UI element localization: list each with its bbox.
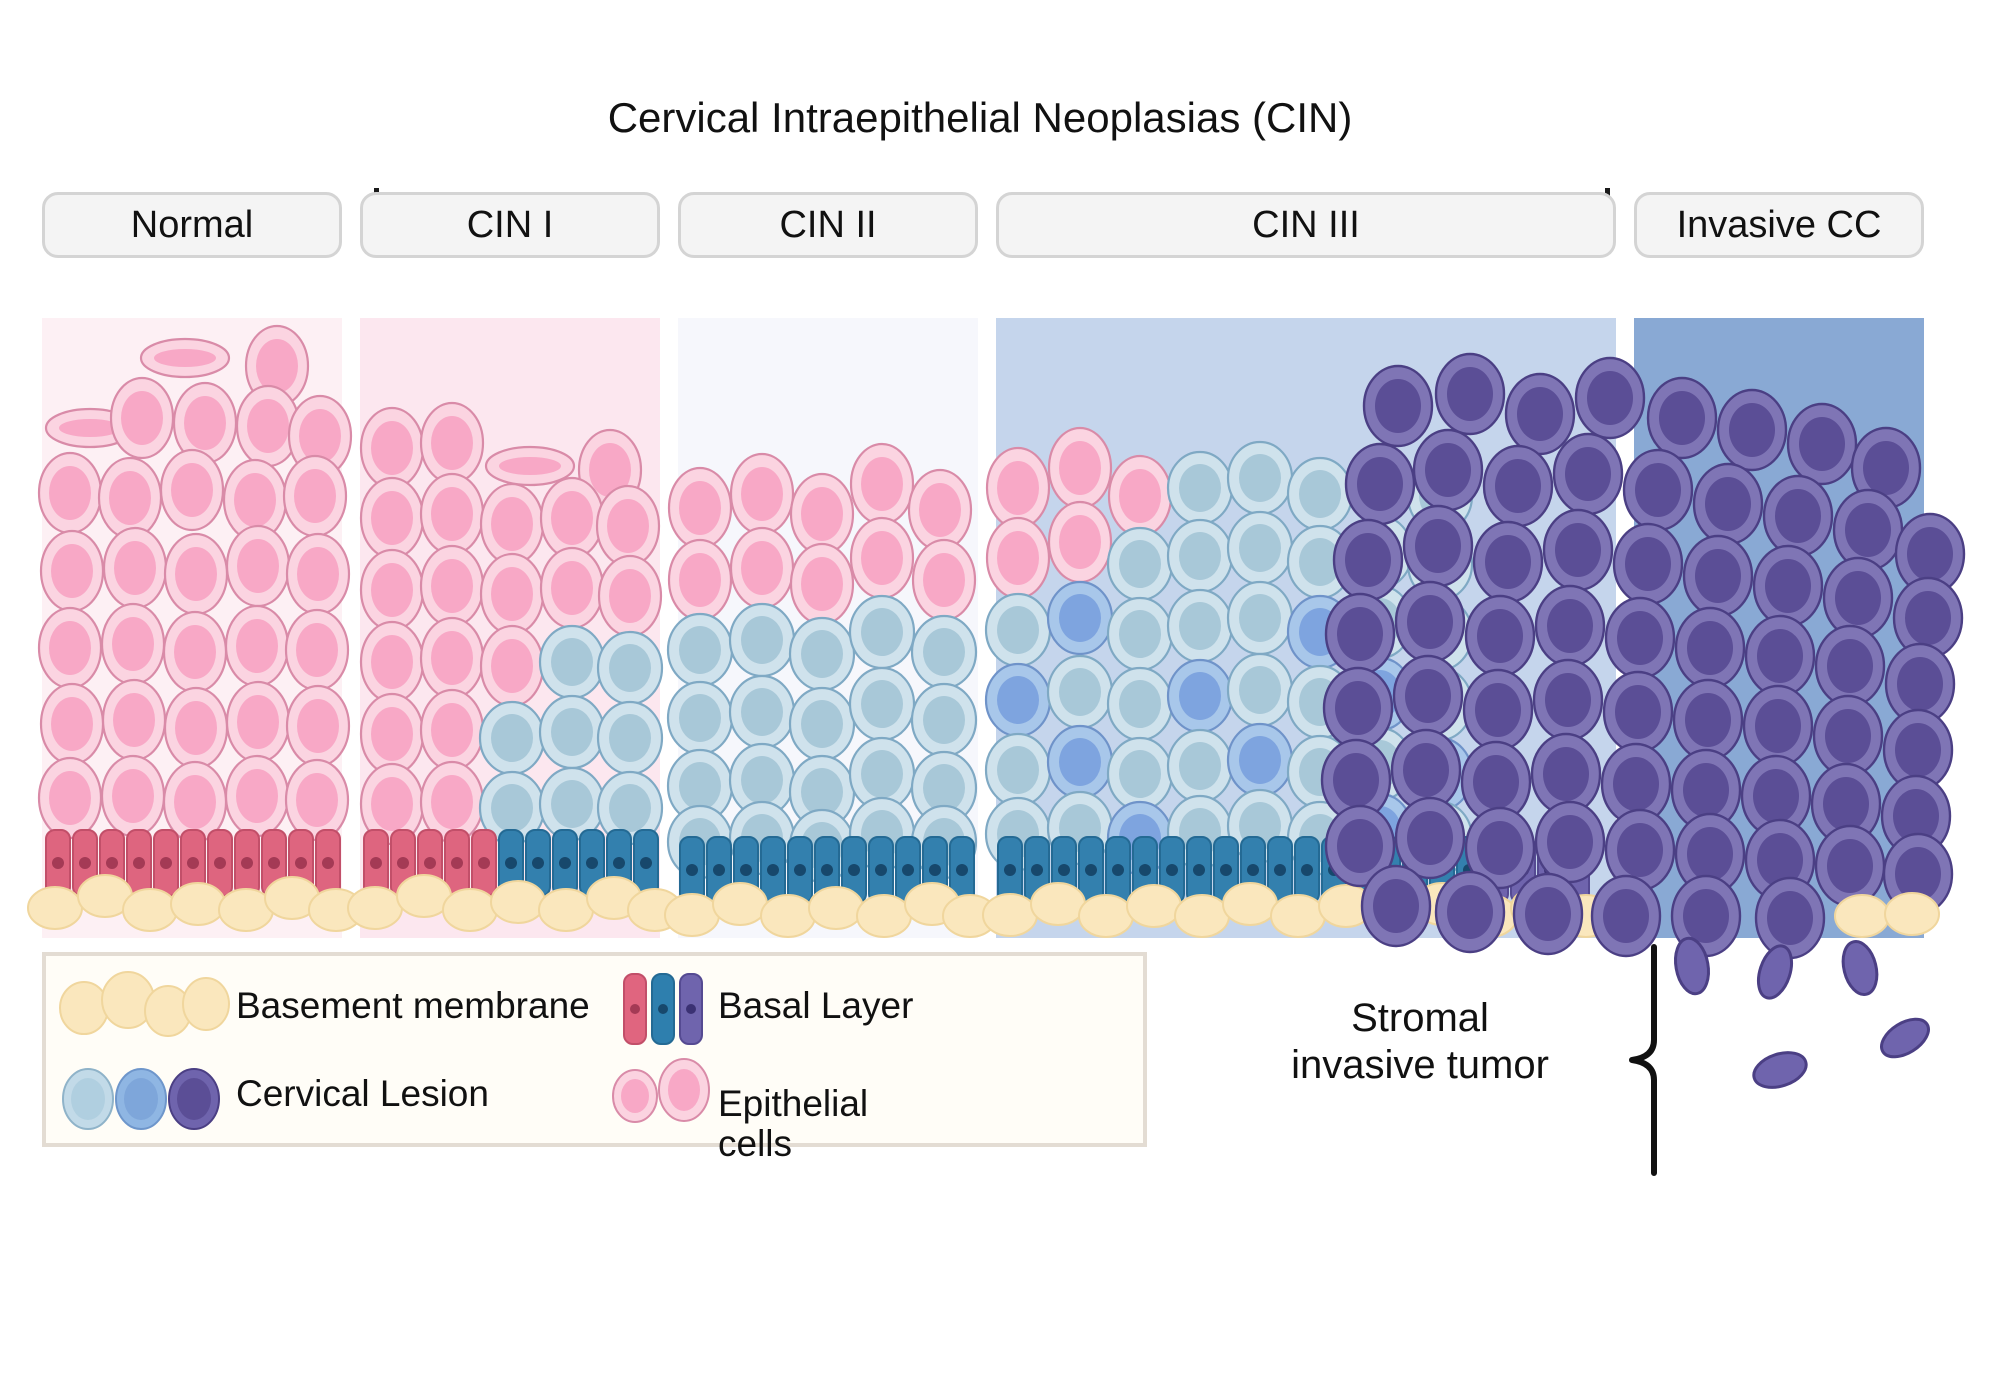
epithelial-cells-icon [612, 1058, 710, 1123]
stromal-tumor-cells [1674, 936, 1930, 1089]
stage-pill-cin2[interactable]: CIN II [678, 192, 978, 258]
legend-box: Basement membrane Cervical Lesion Basal … [42, 952, 1147, 1163]
basement-membrane-icon [59, 971, 230, 1037]
legend-label-cervical-lesion: Cervical Lesion [236, 1073, 489, 1114]
cervical-lesion-icon [62, 1068, 220, 1130]
legend-label-basement-membrane: Basement membrane [236, 985, 590, 1026]
stage-pill-normal[interactable]: Normal [42, 192, 342, 258]
stage-label-invasive-cc: Invasive CC [1676, 203, 1882, 246]
epithelium-diagram [0, 318, 2000, 960]
legend-label-epithelial-cells: Epithelial cells [718, 1083, 869, 1164]
panel-cells-normal [27, 324, 364, 932]
panel-cells-invasive-cc [1320, 352, 1966, 960]
cin-bracket-title: Cervical Intraepithelial Neoplasias (CIN… [607, 94, 1353, 141]
panel-cells-cin1 [347, 401, 683, 932]
stage-label-cin3: CIN III [1252, 203, 1360, 246]
legend-icons [59, 971, 710, 1130]
stage-label-normal: Normal [130, 203, 254, 246]
panel-cells-cin2 [664, 442, 998, 938]
stage-label-cin2: CIN II [779, 203, 877, 246]
cell-layer [27, 324, 1966, 960]
stage-pill-cin3[interactable]: CIN III [996, 192, 1616, 258]
legend-label-basal-layer: Basal Layer [718, 985, 914, 1026]
stage-label-cin1: CIN I [466, 203, 554, 246]
stage-pill-cin1[interactable]: CIN I [360, 192, 660, 258]
stromal-brace [1629, 944, 1657, 1176]
basal-layer-icon [623, 973, 703, 1045]
stage-label-row: Normal CIN I CIN II CIN III Invasive CC [0, 192, 2000, 270]
stromal-invasive-tumor-label: Stromal invasive tumor [1291, 996, 1549, 1088]
stage-pill-invasive-cc[interactable]: Invasive CC [1634, 192, 1924, 258]
